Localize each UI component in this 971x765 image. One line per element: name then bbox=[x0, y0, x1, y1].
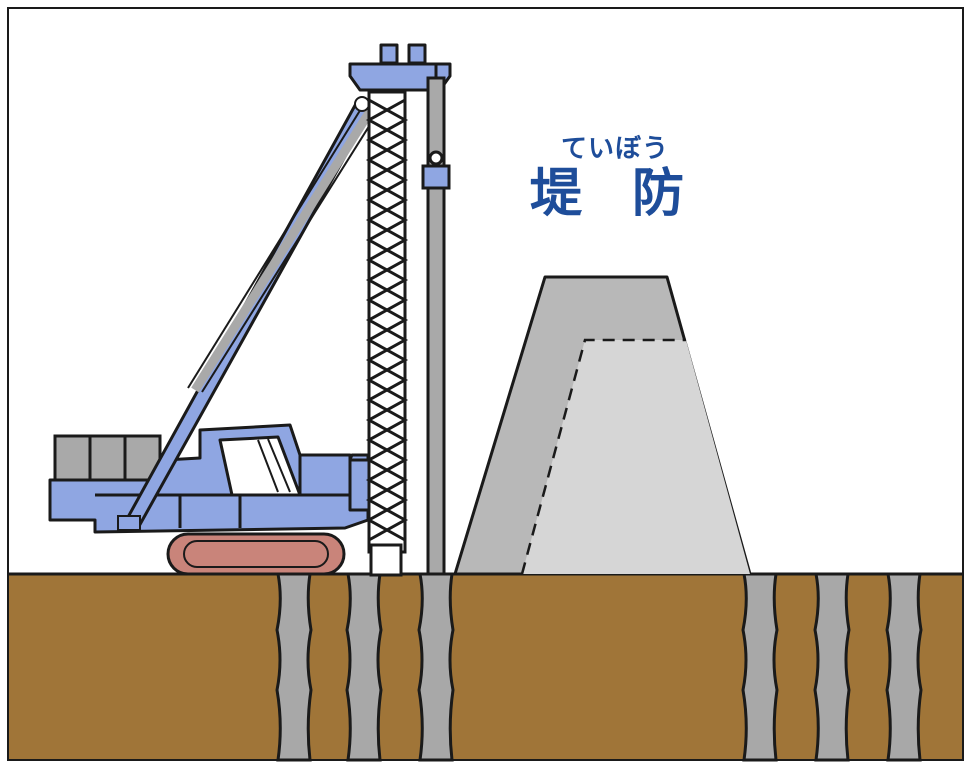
counterweight bbox=[53, 434, 162, 482]
embankment-label: ていぼう 堤 防 bbox=[500, 128, 730, 223]
machine-body bbox=[48, 423, 372, 534]
embankment-title: 堤 防 bbox=[529, 164, 701, 224]
furigana-label: ていぼう bbox=[560, 134, 669, 164]
drive-pipe bbox=[421, 64, 451, 576]
pile-3 bbox=[417, 572, 455, 762]
embankment-inner bbox=[522, 340, 750, 574]
mast-head bbox=[348, 43, 452, 92]
lattice-mast bbox=[365, 90, 409, 577]
pile-5 bbox=[813, 572, 851, 762]
pile-6 bbox=[885, 572, 923, 762]
crawler-track bbox=[166, 532, 346, 576]
embankment bbox=[453, 275, 752, 576]
cab-window bbox=[218, 435, 302, 497]
pile-1 bbox=[275, 572, 313, 762]
pile-4 bbox=[741, 572, 779, 762]
pile-2 bbox=[345, 572, 383, 762]
embankment-dashed-line bbox=[520, 338, 686, 575]
ground bbox=[9, 574, 962, 759]
ground-piles bbox=[275, 572, 923, 762]
